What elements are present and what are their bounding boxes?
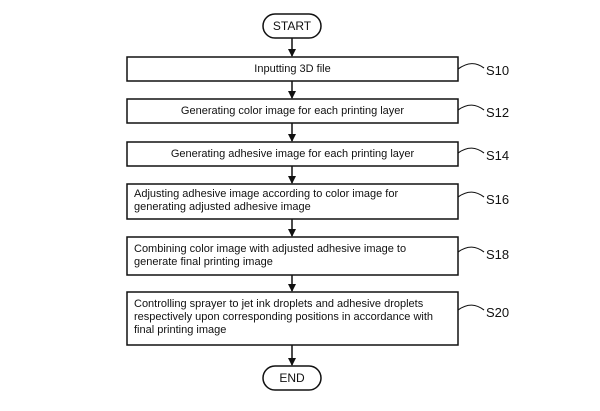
step-text-s18: Combining color image with adjusted adhe… xyxy=(134,243,407,268)
end-terminal xyxy=(262,365,322,391)
step-id-s14: S14 xyxy=(486,148,510,163)
step-text-s14: Generating adhesive image for each print… xyxy=(170,148,415,160)
step-text-s12: Generating color image for each printing… xyxy=(180,105,405,117)
step-leaders xyxy=(457,63,485,311)
step-box-s14 xyxy=(126,141,459,167)
step-id-s12: S12 xyxy=(486,105,510,120)
step-text-s20: Controlling sprayer to jet ink droplets … xyxy=(134,298,434,336)
end-label: END xyxy=(279,371,305,385)
leader-s16 xyxy=(457,191,485,198)
leader-s10 xyxy=(457,63,485,70)
step-id-s18: S18 xyxy=(486,247,510,262)
step-box-s12 xyxy=(126,98,459,124)
leader-s14 xyxy=(457,147,485,154)
leader-s12 xyxy=(457,104,485,111)
leader-s18 xyxy=(457,246,485,253)
step-text-s10: Inputting 3D file xyxy=(254,63,331,75)
step-text-s16: Adjusting adhesive image according to co… xyxy=(134,188,399,213)
step-id-s20: S20 xyxy=(486,305,510,320)
step-id-s16: S16 xyxy=(486,192,510,207)
start-label: START xyxy=(272,19,312,33)
step-box-s10 xyxy=(126,56,459,82)
step-id-s10: S10 xyxy=(486,63,510,78)
leader-s20 xyxy=(457,304,485,311)
